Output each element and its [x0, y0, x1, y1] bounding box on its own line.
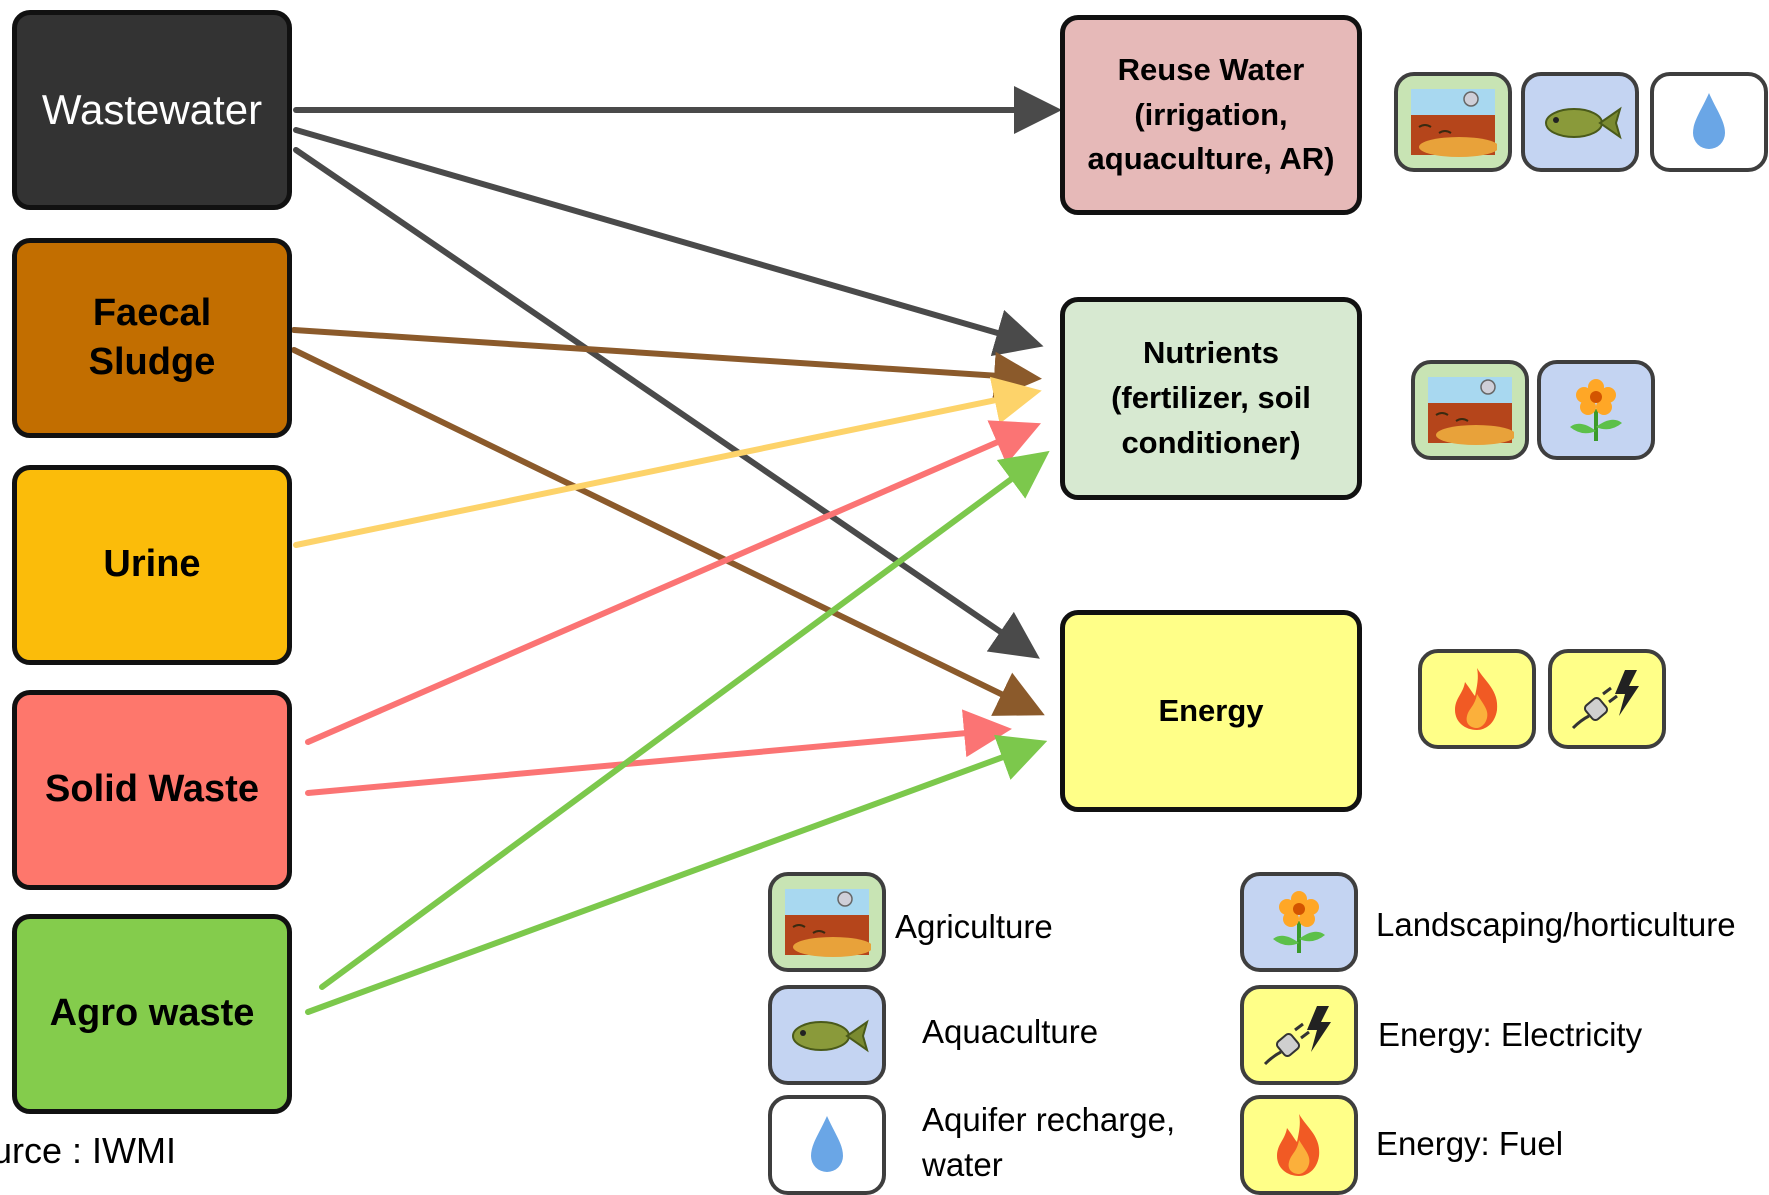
legend-fuel-label: Energy: Fuel	[1376, 1125, 1564, 1162]
nutrients-box: Nutrients (fertilizer, soil conditioner)	[1060, 297, 1362, 500]
legend-electricity-tile	[1240, 985, 1358, 1085]
wastewater-box: Wastewater	[12, 10, 292, 210]
legend-agriculture-tile	[768, 872, 886, 972]
faecal-sludge-box: Faecal Sludge	[12, 238, 292, 438]
arrow-urine-to-nutrients	[293, 376, 1042, 548]
flower-icon	[1273, 891, 1325, 953]
arrow-solid-to-nutrients	[305, 420, 1042, 745]
arrow-wastewater-to-nutrients	[293, 127, 1044, 357]
source-note: ource : IWMI	[0, 1130, 177, 1171]
arrow-faecal-to-energy	[291, 347, 1045, 716]
urine-label: Urine	[103, 543, 201, 586]
legend-aquaculture-tile	[768, 985, 886, 1085]
faecal-sludge-label: Faecal Sludge	[88, 291, 216, 383]
arrow-faecal-to-nutrients	[291, 327, 1042, 400]
reuse-agriculture-tile	[1394, 72, 1512, 172]
fire-icon	[1277, 1114, 1320, 1176]
energy-electricity-tile	[1548, 649, 1666, 749]
nutrients-label: Nutrients (fertilizer, soil conditioner)	[1111, 335, 1311, 460]
arrow-wastewater-to-energy	[293, 147, 1040, 659]
arrow-agro-to-energy	[305, 734, 1048, 1015]
water-drop-icon	[811, 1116, 843, 1172]
plug-icon	[1263, 1006, 1331, 1066]
water-drop-icon	[1693, 93, 1725, 149]
reuse-water-box: Reuse Water (irrigation, aquaculture, AR…	[1060, 15, 1362, 215]
plug-icon	[1571, 670, 1639, 730]
legend-fuel-tile	[1240, 1095, 1358, 1195]
agriculture-icon	[1428, 377, 1514, 445]
fire-icon	[1455, 668, 1498, 730]
agro-waste-box: Agro waste	[12, 914, 292, 1114]
solid-waste-box: Solid Waste	[12, 690, 292, 890]
agriculture-icon	[1411, 89, 1497, 157]
agro-waste-label: Agro waste	[49, 992, 255, 1035]
urine-box: Urine	[12, 465, 292, 665]
legend-landscaping-label: Landscaping/horticulture	[1376, 906, 1736, 943]
reuse-water-tile	[1650, 72, 1768, 172]
reuse-water-label: Reuse Water (irrigation, aquaculture, AR…	[1087, 51, 1335, 177]
nutrients-landscaping-tile	[1537, 360, 1655, 460]
energy-fuel-tile	[1418, 649, 1536, 749]
wastewater-label: Wastewater	[41, 85, 263, 133]
reuse-aquaculture-tile	[1521, 72, 1639, 172]
energy-label: Energy	[1158, 692, 1264, 728]
legend-aquaculture-label: Aquaculture	[922, 1013, 1099, 1050]
energy-box: Energy	[1060, 610, 1362, 812]
fish-icon	[792, 1019, 869, 1053]
legend-aquifer-tile	[768, 1095, 886, 1195]
legend-landscaping-tile	[1240, 872, 1358, 972]
flower-icon	[1570, 379, 1622, 441]
legend-electricity-label: Energy: Electricity	[1378, 1016, 1643, 1053]
legend-aquifer-label: Aquifer recharge, water	[922, 1101, 1176, 1183]
solid-waste-label: Solid Waste	[45, 768, 259, 811]
legend-agriculture-label: Agriculture	[895, 908, 1053, 945]
arrow-solid-to-energy	[305, 709, 1012, 796]
arrow-agro-to-nutrients	[319, 450, 1050, 990]
nutrients-agriculture-tile	[1411, 360, 1529, 460]
fish-icon	[1545, 106, 1622, 140]
agriculture-icon	[785, 889, 871, 957]
